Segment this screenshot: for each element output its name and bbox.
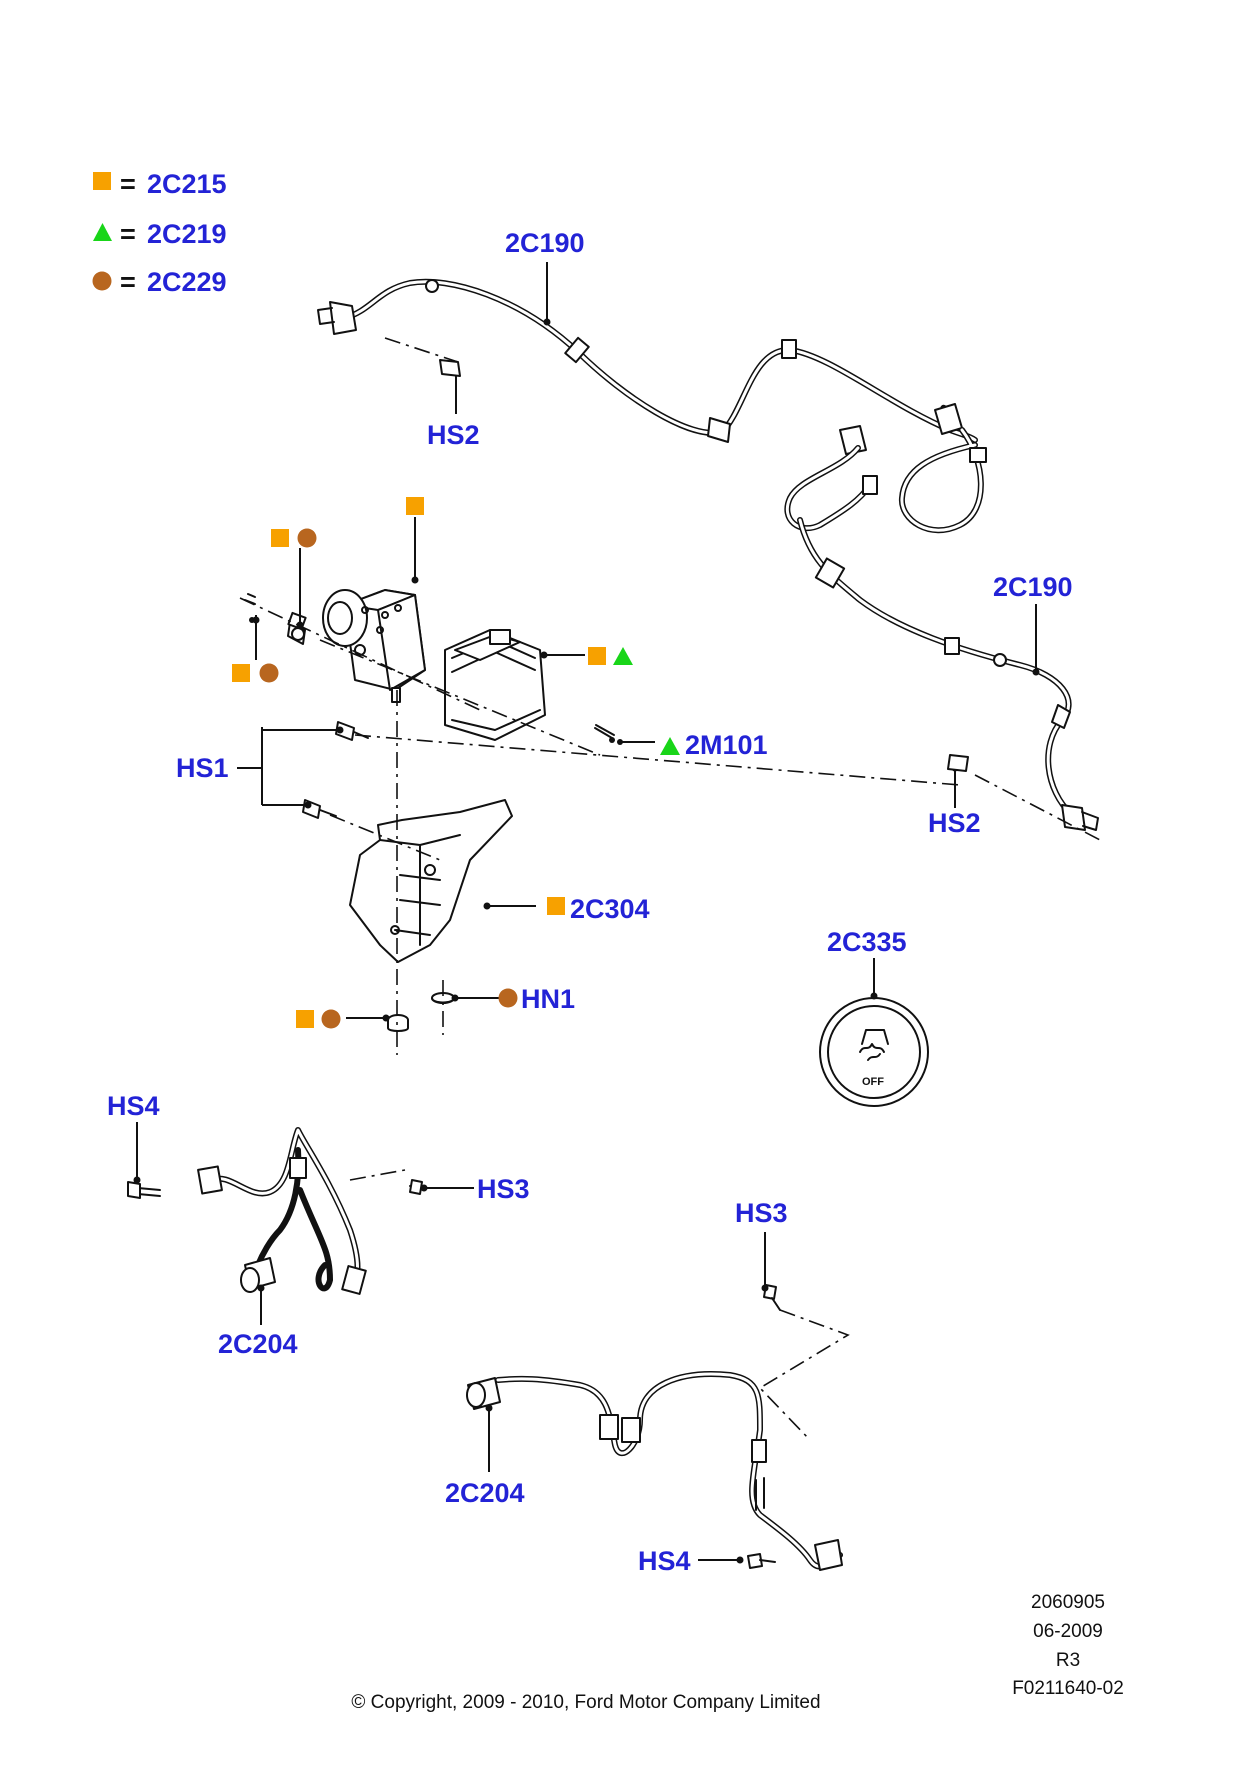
- footer: 2060905 06-2009 R3 F0211640-02 © Copyrig…: [351, 1592, 1123, 1713]
- label-2c304: 2C304: [570, 894, 650, 924]
- marker-square-icon: [588, 647, 606, 665]
- abs-bracket: [349, 799, 513, 963]
- label-hn1: HN1: [521, 984, 575, 1014]
- footer-rev: R3: [1056, 1650, 1080, 1671]
- left-wheel-sensor: [127, 1127, 426, 1295]
- marker-circle-icon: [321, 1009, 341, 1029]
- label-hs4-right: HS4: [638, 1546, 691, 1576]
- label-hs3-left: HS3: [477, 1174, 530, 1204]
- symbol-markers: [232, 497, 680, 1029]
- legend-square-icon: [93, 172, 111, 190]
- marker-circle-icon: [498, 988, 518, 1008]
- copyright: © Copyright, 2009 - 2010, Ford Motor Com…: [351, 1692, 820, 1713]
- marker-triangle-icon: [613, 647, 633, 665]
- marker-square-icon: [406, 497, 424, 515]
- label-2c204-left: 2C204: [218, 1329, 298, 1359]
- label-hs1: HS1: [176, 753, 229, 783]
- front-harness: [317, 278, 1099, 831]
- label-2c190-right: 2C190: [993, 572, 1073, 602]
- label-hs4-left: HS4: [107, 1091, 160, 1121]
- marker-circle-icon: [297, 528, 317, 548]
- label-hs2-right: HS2: [928, 808, 981, 838]
- center-lines: [239, 337, 1101, 1441]
- label-2c335: 2C335: [827, 927, 907, 957]
- footer-code: F0211640-02: [1012, 1678, 1124, 1699]
- marker-square-icon: [296, 1010, 314, 1028]
- label-hs2-top: HS2: [427, 420, 480, 450]
- legend-circle-icon: [92, 271, 112, 291]
- label-hs3-right: HS3: [735, 1198, 788, 1228]
- marker-square-icon: [232, 664, 250, 682]
- abs-control-module: [444, 629, 546, 741]
- abs-hydraulic-unit: [322, 589, 426, 703]
- label-2c190-top: 2C190: [505, 228, 585, 258]
- part-labels: 2C190 HS2 HS1 2M101 2C304 HN1 2C190 HS2 …: [107, 228, 1073, 1576]
- legend-triangle-icon: [93, 223, 112, 241]
- label-2m101: 2M101: [685, 730, 768, 760]
- legend-code-2c215: 2C215: [147, 169, 227, 199]
- legend-code-2c219: 2C219: [147, 219, 227, 249]
- marker-square-icon: [547, 897, 565, 915]
- legend: = 2C215 = 2C219 = 2C229: [92, 169, 227, 297]
- legend-eq: =: [120, 219, 136, 249]
- marker-circle-icon: [259, 663, 279, 683]
- legend-eq: =: [120, 267, 136, 297]
- footer-date: 06-2009: [1033, 1621, 1103, 1642]
- legend-code-2c229: 2C229: [147, 267, 227, 297]
- footer-ref: 2060905: [1031, 1592, 1105, 1613]
- legend-eq: =: [120, 169, 136, 199]
- marker-square-icon: [271, 529, 289, 547]
- leader-lines: [133, 262, 1040, 1564]
- label-2c204-right: 2C204: [445, 1478, 525, 1508]
- marker-triangle-icon: [660, 737, 680, 755]
- right-wheel-sensor: [466, 1284, 843, 1571]
- traction-control-switch: OFF: [819, 997, 929, 1107]
- switch-off-text: OFF: [862, 1076, 884, 1088]
